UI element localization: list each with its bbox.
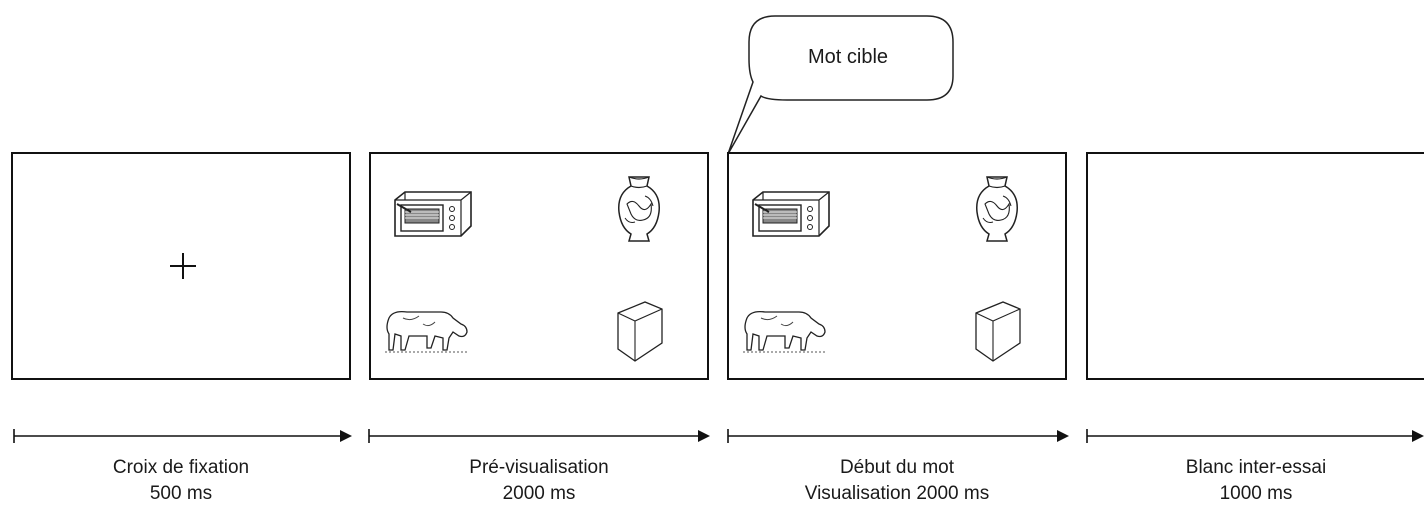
oven-icon	[394, 191, 472, 237]
stage-title: Croix de fixation	[112, 457, 250, 478]
cube-icon	[617, 301, 663, 362]
stage-label-blank: Blanc inter-essai 1000 ms	[1086, 455, 1424, 507]
timeline	[13, 429, 1424, 443]
vase-icon	[618, 176, 660, 242]
stage-label-fixation: Croix de fixation 500 ms	[11, 455, 351, 507]
timeline-arrow-2	[368, 429, 710, 443]
vase-icon	[976, 176, 1018, 242]
stage-duration: 1000 ms	[1219, 483, 1293, 504]
stage-duration: Visualisation 2000 ms	[804, 483, 990, 504]
fixation-panel	[11, 152, 351, 380]
cow-icon	[743, 310, 827, 353]
stage-title: Blanc inter-essai	[1185, 457, 1327, 478]
stage-duration: 2000 ms	[502, 483, 576, 504]
preview-panel	[369, 152, 709, 380]
stage-label-word-onset: Début du mot Visualisation 2000 ms	[727, 455, 1067, 507]
stage-label-preview: Pré-visualisation 2000 ms	[369, 455, 709, 507]
stage-duration: 500 ms	[149, 483, 213, 504]
timeline-arrow-1	[13, 429, 352, 443]
oven-icon	[752, 191, 830, 237]
timeline-arrow-4	[1086, 429, 1424, 443]
stage-title: Début du mot	[839, 457, 955, 478]
speech-bubble	[727, 15, 954, 155]
fixation-cross-icon	[163, 246, 203, 286]
timeline-arrow-3	[727, 429, 1069, 443]
blank-panel	[1086, 152, 1424, 380]
callout-text: Mot cible	[807, 46, 889, 68]
cow-icon	[385, 310, 469, 353]
word-onset-panel	[727, 152, 1067, 380]
stage-title: Pré-visualisation	[469, 457, 609, 478]
cube-icon	[975, 301, 1021, 362]
